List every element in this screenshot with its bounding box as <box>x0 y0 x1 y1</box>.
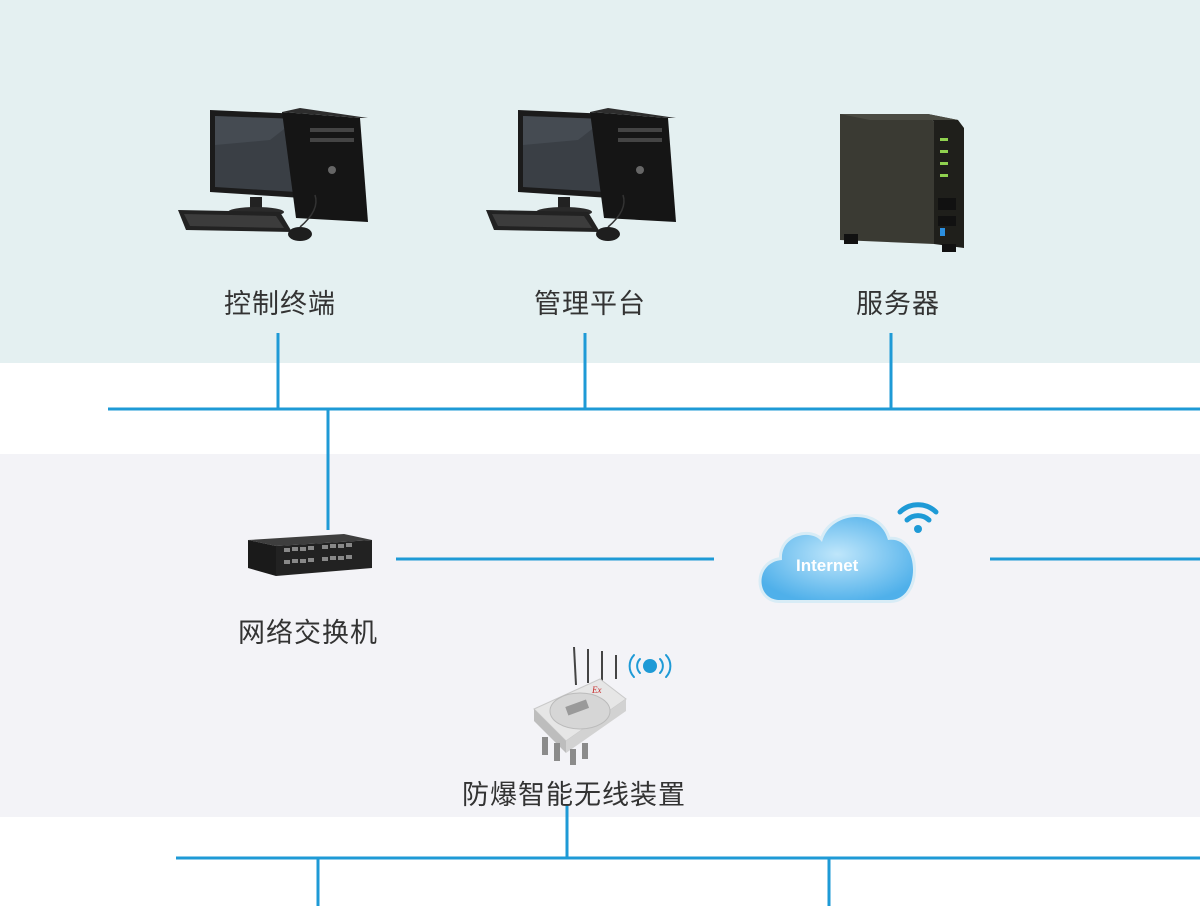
desktop-computer-icon <box>486 108 676 241</box>
terminal-label: 控制终端 <box>224 289 336 320</box>
rack-switch-icon <box>248 534 372 576</box>
desktop-computer-icon <box>178 108 368 241</box>
device-label: 防爆智能无线装置 <box>462 780 686 811</box>
explosion-proof-wireless-device-icon: Ex <box>533 646 672 765</box>
cloud-label: Internet <box>796 556 859 575</box>
switch-label: 网络交换机 <box>238 618 378 649</box>
cloud-icon <box>758 502 939 603</box>
ex-badge: Ex <box>591 685 602 695</box>
platform-label: 管理平台 <box>534 289 646 320</box>
nas-server-icon <box>840 114 964 252</box>
server-label: 服务器 <box>856 289 940 320</box>
middle-band <box>0 454 1200 817</box>
